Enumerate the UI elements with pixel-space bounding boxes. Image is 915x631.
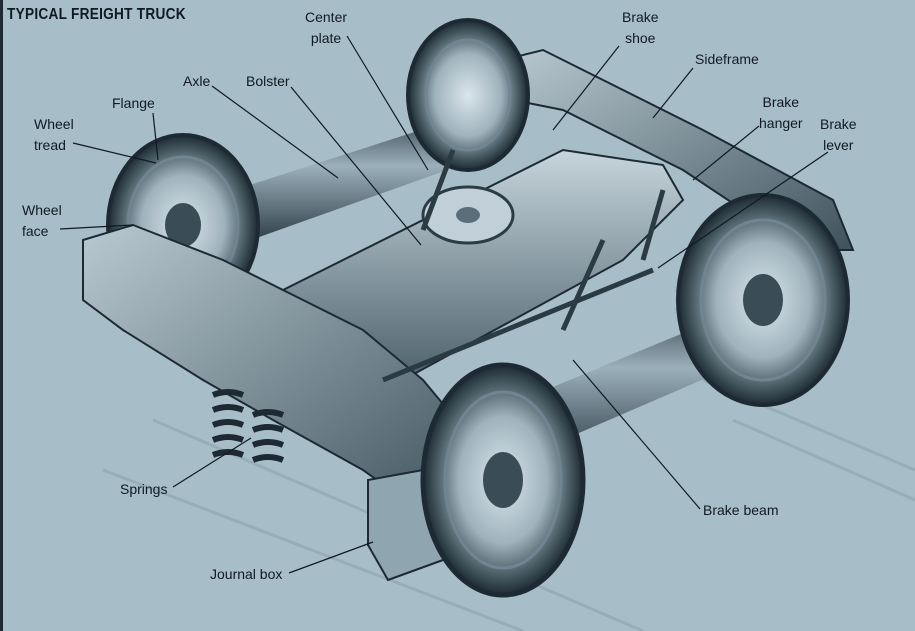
leader-lines — [59, 35, 829, 574]
label-center-plate: Center plate — [305, 9, 348, 46]
label-journal-box: Journal box — [210, 566, 283, 582]
label-brake-hanger: Brake hanger — [759, 94, 803, 131]
label-sideframe: Sideframe — [695, 51, 759, 67]
brake-rigging — [382, 149, 666, 383]
label-brake-beam: Brake beam — [703, 502, 779, 518]
label-wheel-face: Wheel face — [22, 202, 62, 239]
wheel-rear-right — [406, 18, 530, 172]
springs-coil — [211, 389, 285, 463]
label-springs: Springs — [120, 481, 168, 497]
label-brake-shoe: Brake shoe — [622, 9, 659, 46]
figure-title: TYPICAL FREIGHT TRUCK — [7, 6, 186, 23]
wheel-front-left — [420, 362, 586, 598]
wheel-front-right — [676, 193, 850, 407]
freight-truck-illustration — [59, 18, 915, 631]
center-plate-hub — [456, 207, 480, 223]
label-axle: Axle — [183, 73, 211, 89]
label-flange: Flange — [112, 95, 155, 111]
label-brake-lever: Brake lever — [820, 116, 857, 153]
label-bolster: Bolster — [246, 73, 290, 89]
label-wheel-tread: Wheel tread — [34, 116, 74, 153]
